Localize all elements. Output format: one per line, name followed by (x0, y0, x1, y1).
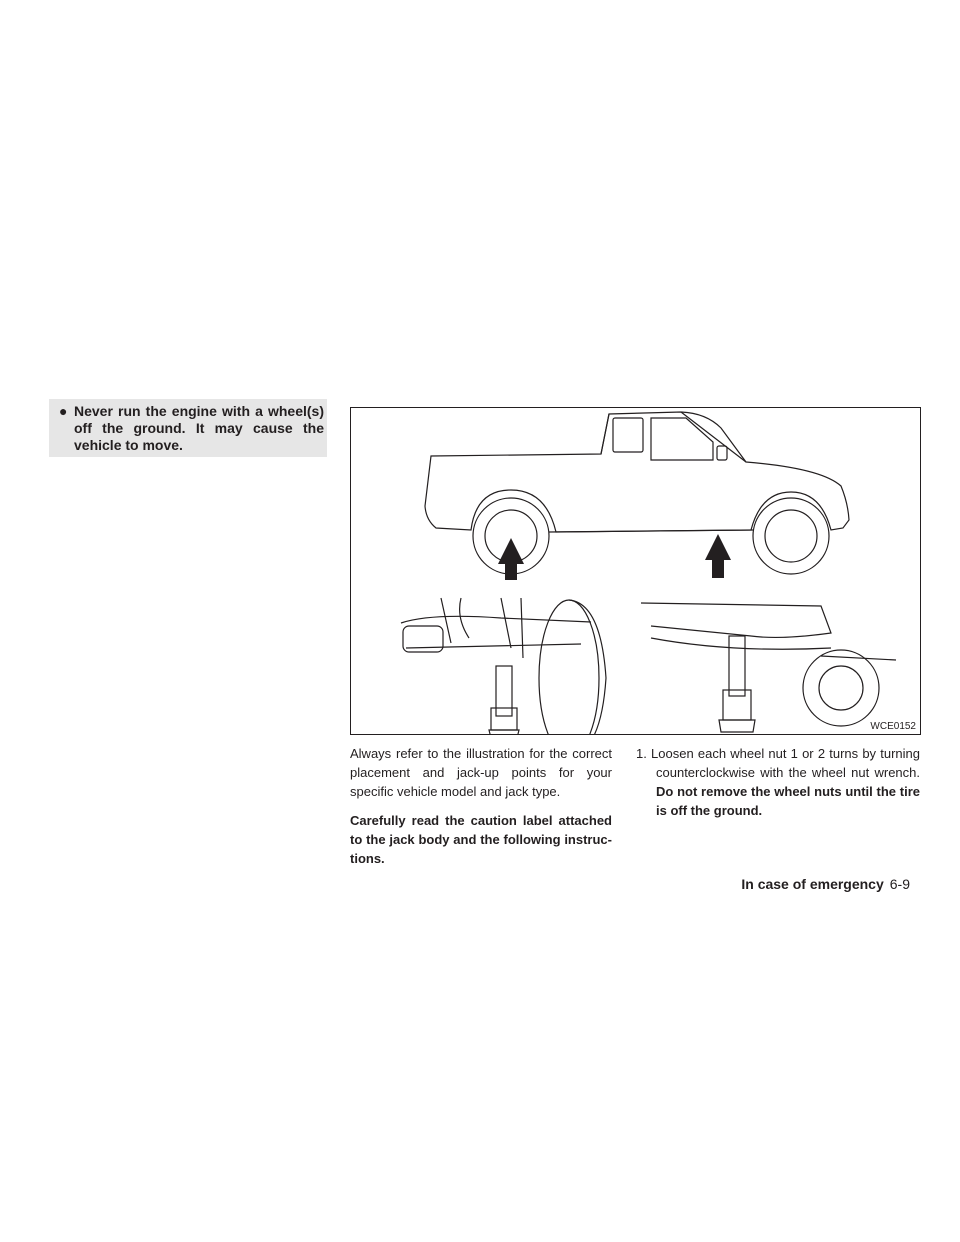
figure-code: WCE0152 (870, 721, 916, 732)
warning-box (49, 399, 327, 457)
step-item: 1. Loosen each wheel nut 1 or 2 turns by… (636, 744, 920, 820)
footer-section-title: In case of emergency (741, 876, 884, 892)
warning-text: Never run the engine with a wheel(s) off… (74, 403, 324, 453)
paragraph: Always refer to the illustration for the… (350, 746, 612, 799)
body-right-column: 1. Loosen each wheel nut 1 or 2 turns by… (636, 744, 920, 820)
bullet-icon: ● (59, 403, 68, 419)
jack-up-arrow-icon (498, 534, 731, 580)
caution-paragraph: Carefully read the caution label attache… (350, 813, 612, 866)
jack-illustration (400, 411, 897, 734)
page-footer: In case of emergency 6-9 (741, 876, 910, 892)
front-axle-jack-icon (400, 597, 607, 734)
frame-jack-icon (640, 602, 897, 733)
truck-side-view-icon (424, 411, 850, 575)
page-number: 6-9 (889, 876, 910, 892)
body-left-column: Always refer to the illustration for the… (350, 744, 612, 868)
jack-up-points-figure: WCE0152 (350, 407, 921, 735)
step-text: 1. Loosen each wheel nut 1 or 2 turns by… (636, 746, 920, 780)
step-bold-text: Do not remove the wheel nuts until the t… (656, 784, 920, 818)
